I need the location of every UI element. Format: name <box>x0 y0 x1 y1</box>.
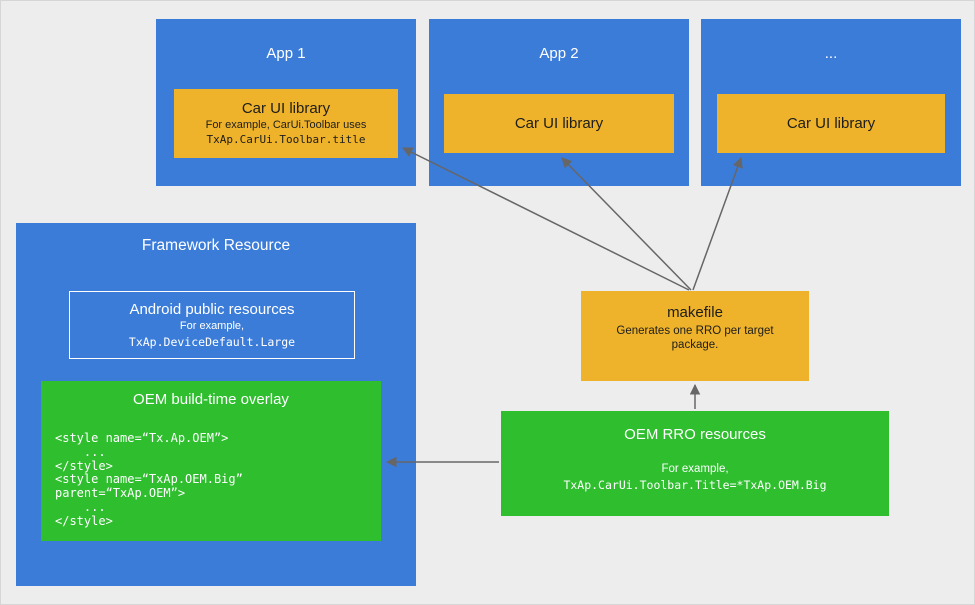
app-ellipsis-title: ... <box>824 45 838 62</box>
app-ellipsis-car-ui-library-box: Car UI library <box>717 94 945 153</box>
oem-rro-resources-example-code: TxAp.CarUi.Toolbar.Title=*TxAp.OEM.Big <box>563 478 827 492</box>
android-public-resources-title: Android public resources <box>129 301 295 318</box>
app-ellipsis-box: ... Car UI library <box>701 19 961 186</box>
app1-car-ui-library-box: Car UI library For example, CarUi.Toolba… <box>174 89 398 158</box>
android-public-resources-example-code: TxAp.DeviceDefault.Large <box>128 335 296 349</box>
car-ui-library-title: Car UI library <box>786 115 876 132</box>
car-ui-library-title: Car UI library <box>514 115 604 132</box>
oem-rro-resources-box: OEM RRO resources For example, TxAp.CarU… <box>501 411 889 516</box>
app1-box: App 1 Car UI library For example, CarUi.… <box>156 19 416 186</box>
car-ui-library-example-code: TxAp.CarUi.Toolbar.title <box>206 133 366 146</box>
app1-title: App 1 <box>266 45 306 62</box>
app2-box: App 2 Car UI library <box>429 19 689 186</box>
oem-build-time-overlay-title: OEM build-time overlay <box>133 391 289 408</box>
android-public-resources-example-text: For example, <box>179 320 245 332</box>
makefile-description: Generates one RRO per target package. <box>616 325 774 351</box>
app2-car-ui-library-box: Car UI library <box>444 94 674 153</box>
makefile-title: makefile <box>667 304 723 321</box>
oem-build-time-overlay-box: OEM build-time overlay <style name=“Tx.A… <box>41 381 381 541</box>
oem-build-time-overlay-code: <style name=“Tx.Ap.OEM”> ... </style> <s… <box>55 431 243 528</box>
framework-resource-title: Framework Resource <box>141 237 291 254</box>
oem-rro-resources-example-text: For example, <box>661 463 729 475</box>
oem-rro-resources-title: OEM RRO resources <box>624 426 766 443</box>
car-ui-library-example-text: For example, CarUi.Toolbar uses <box>205 119 367 131</box>
framework-resource-box: Framework Resource Android public resour… <box>16 223 416 586</box>
car-ui-library-title: Car UI library <box>241 100 331 117</box>
app2-title: App 2 <box>539 45 579 62</box>
android-public-resources-box: Android public resources For example, Tx… <box>69 291 355 359</box>
makefile-box: makefile Generates one RRO per target pa… <box>581 291 809 381</box>
